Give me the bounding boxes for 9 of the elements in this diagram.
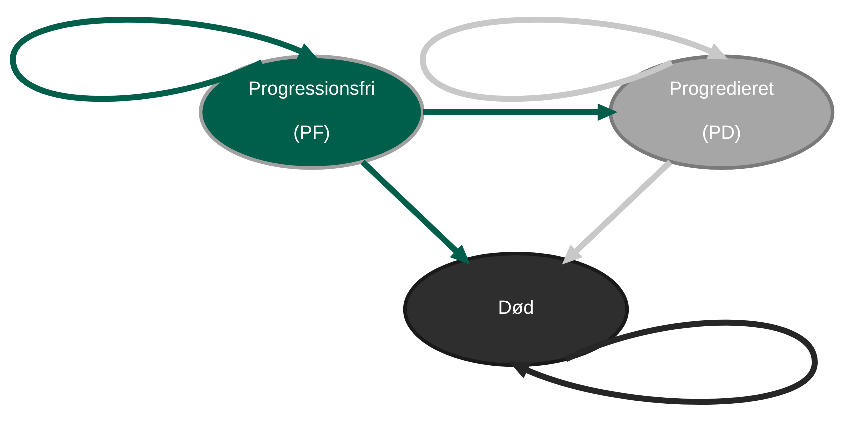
- arrow: [562, 160, 672, 264]
- node-ellipse: Progredieret (PD): [608, 54, 835, 170]
- arrow: [423, 103, 618, 121]
- node-ellipse: Død: [403, 252, 630, 367]
- node-ellipse: Progressionsfri (PF): [199, 54, 425, 170]
- arrow: [10, 16, 319, 102]
- arrow: [360, 160, 471, 264]
- arrow: [420, 16, 728, 102]
- arrow: [510, 320, 818, 404]
